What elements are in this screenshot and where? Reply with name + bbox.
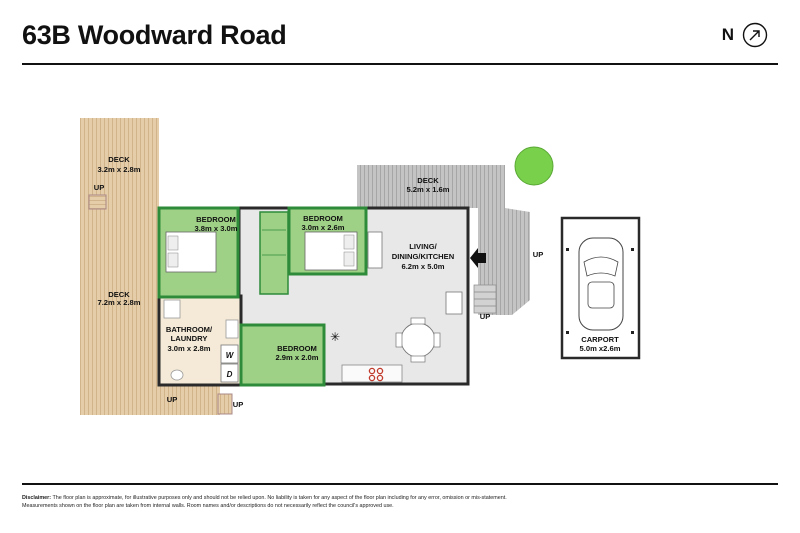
bathroom-line-1: BATHROOM/ xyxy=(166,325,213,334)
living-line-1: LIVING/ xyxy=(409,242,437,251)
bedroom-3-size: 2.9m x 2.0m xyxy=(275,353,318,362)
bedroom-1-size: 3.8m x 3.0m xyxy=(194,224,237,233)
property-address: 63B Woodward Road xyxy=(22,20,287,50)
armchair xyxy=(445,291,463,315)
deck-top-right xyxy=(357,165,530,315)
vanity xyxy=(225,319,239,339)
robe xyxy=(259,211,289,295)
living-line-2: DINING/KITCHEN xyxy=(392,252,454,261)
tree-icon xyxy=(514,146,554,186)
washer xyxy=(220,344,239,364)
bedroom-2-size: 3.0m x 2.6m xyxy=(301,223,344,232)
deck-top-right-size: 5.2m x 1.6m xyxy=(406,185,449,194)
deck-top-left-size: 3.2m x 2.8m xyxy=(97,165,140,174)
deck-top-left-name: DECK xyxy=(108,155,130,164)
star-marker-icon: ✳ xyxy=(330,330,340,344)
shower xyxy=(163,299,181,319)
entry-arrow-icon xyxy=(470,248,486,268)
header-divider xyxy=(22,63,778,65)
deck-left-lower xyxy=(159,386,220,415)
living-size: 6.2m x 5.0m xyxy=(401,262,444,271)
washer-label: W xyxy=(226,351,235,360)
up-label: UP xyxy=(94,183,105,192)
sofa xyxy=(367,231,383,269)
toilet xyxy=(170,369,184,381)
dryer-label: D xyxy=(227,370,233,379)
steps-bottom xyxy=(217,393,233,415)
bathroom-line-2: LAUNDRY xyxy=(171,334,208,343)
up-label-bottom-left: UP xyxy=(167,395,178,404)
north-indicator: N xyxy=(722,22,768,48)
bedroom-3-name: BEDROOM xyxy=(277,344,317,353)
bedroom-3-area xyxy=(239,323,326,387)
disclaimer-label: Disclaimer: xyxy=(22,495,52,501)
carport-size: 5.0m x2.6m xyxy=(580,344,621,353)
bedroom-2-name: BEDROOM xyxy=(303,214,343,223)
dining-table xyxy=(400,322,436,358)
footer-divider xyxy=(22,483,778,485)
carport-name: CARPORT xyxy=(581,335,619,344)
north-label: N xyxy=(721,25,734,44)
deck-top-right-name: DECK xyxy=(417,176,439,185)
up-label-bottom: UP xyxy=(233,400,244,409)
steps-top-left xyxy=(88,194,107,210)
dryer xyxy=(220,363,239,383)
north-arrow-icon xyxy=(742,22,768,48)
up-label-right-steps: UP xyxy=(480,312,491,321)
disclaimer-text: The floor plan is approximate, for illus… xyxy=(22,495,507,509)
bathroom-size: 3.0m x 2.8m xyxy=(167,344,210,353)
deck-left-size: 7.2m x 2.8m xyxy=(97,298,140,307)
car-icon xyxy=(578,237,624,331)
deck-left-name: DECK xyxy=(108,290,130,299)
disclaimer: Disclaimer: The floor plan is approximat… xyxy=(22,495,542,510)
deck-left xyxy=(80,210,159,415)
bedroom-1-name: BEDROOM xyxy=(196,215,236,224)
up-label-right-deck: UP xyxy=(533,250,544,259)
